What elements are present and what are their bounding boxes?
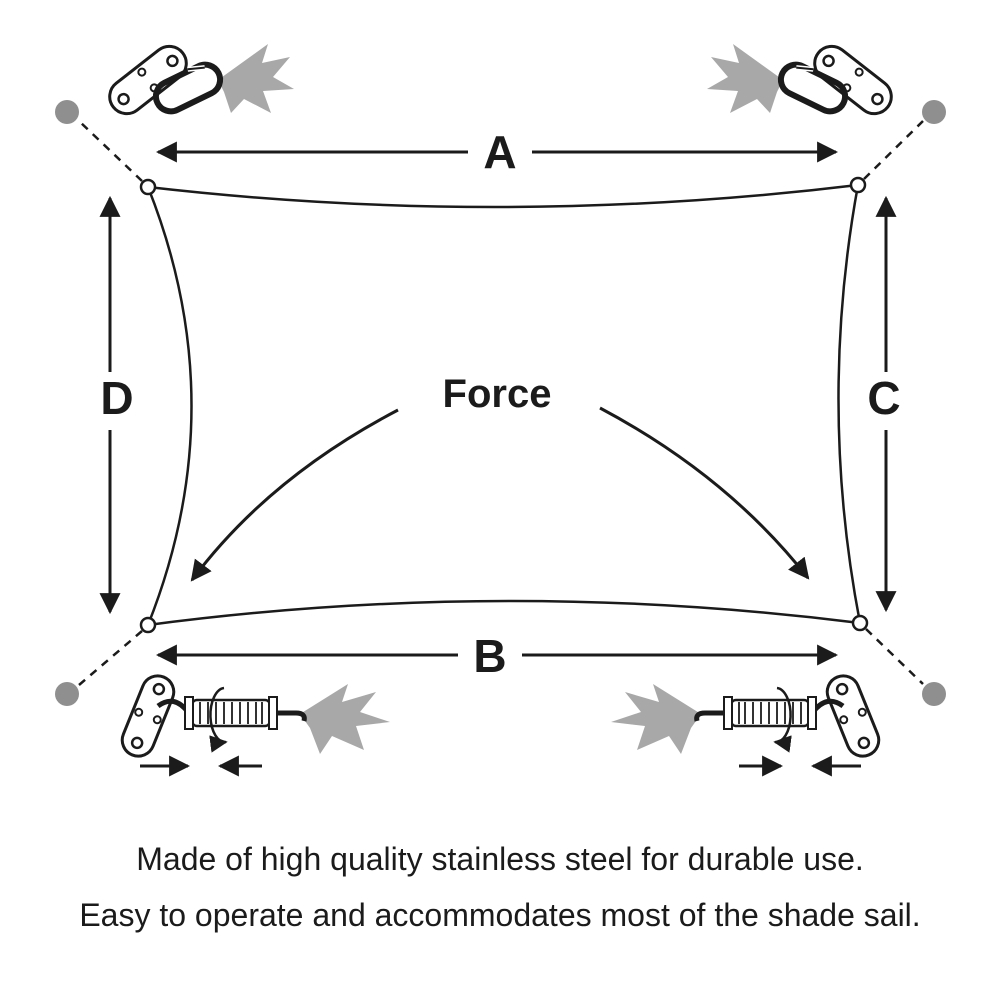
anchor-dot-icon: [55, 682, 79, 706]
dashed-tether-bottom-right: [865, 628, 924, 685]
caption-line-2: Easy to operate and accommodates most of…: [79, 897, 920, 933]
force-arrow-right: [599, 406, 810, 580]
dimension-label-c: C: [867, 372, 900, 424]
carabiner-icon-top-left: [108, 44, 294, 116]
corner-ring-top-right: [849, 176, 867, 194]
force-label: Force: [443, 372, 552, 416]
turnbuckle-icon-bottom-left: [120, 674, 390, 777]
corner-ring-bottom-left: [139, 616, 157, 634]
corner-ring-bottom-right: [851, 614, 869, 632]
rotation-arrow-icon: [209, 686, 228, 753]
anchor-dot-icon: [922, 682, 946, 706]
snap-hook-ring-icon: [152, 61, 224, 115]
force-arrow-left: [190, 408, 399, 582]
anchor-dot-icon: [922, 100, 946, 124]
corner-ring-top-left: [139, 178, 157, 196]
turnbuckle-body: [190, 698, 272, 728]
dimension-label-b: B: [473, 630, 506, 682]
dimension-label-a: A: [483, 126, 516, 178]
anchor-dot-icon: [55, 100, 79, 124]
dimension-label-d: D: [100, 372, 133, 424]
fabric-corner-icon: [300, 684, 390, 754]
fabric-corner-icon: [218, 44, 294, 113]
caption-line-1: Made of high quality stainless steel for…: [136, 841, 864, 877]
mounting-plate-icon: [120, 674, 176, 758]
eye-bolt-icon: [277, 710, 307, 722]
